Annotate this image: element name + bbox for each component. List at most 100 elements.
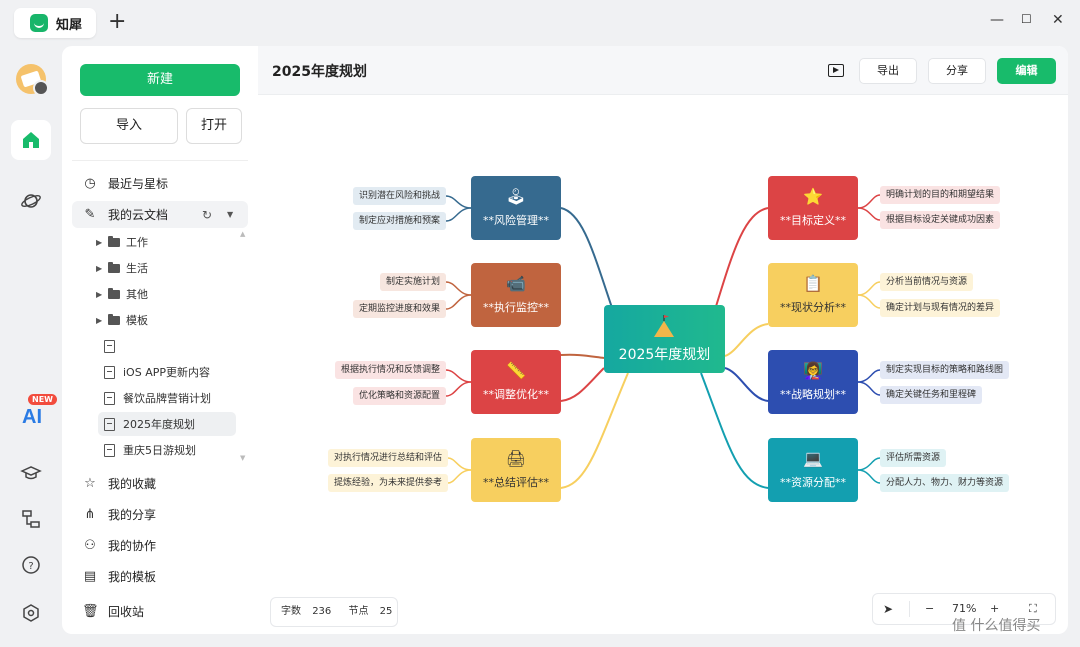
sidebar-item-label: 回收站 — [108, 605, 145, 619]
settings-icon[interactable] — [20, 602, 42, 629]
sidebar-item-label: 我的分享 — [108, 508, 157, 522]
mountain-flag-icon — [654, 315, 674, 337]
leaf-node[interactable]: 制定应对措施和预案 — [352, 212, 446, 230]
leaf-node[interactable]: 根据目标设定关键成功因素 — [880, 211, 1001, 229]
leaf-node[interactable]: 分配人力、物力、财力等资源 — [880, 474, 1010, 492]
teacher-icon: 👩‍🏫 — [803, 361, 823, 380]
doc-item[interactable]: 餐饮品牌营销计划 — [98, 386, 236, 410]
folder-label: 其他 — [126, 288, 148, 301]
chevron-down-icon[interactable]: ▼ — [227, 210, 234, 219]
fullscreen-icon[interactable]: ⛶ — [1029, 602, 1037, 615]
template-icon: ▤ — [83, 569, 97, 584]
joystick-icon: 🕹 — [505, 187, 527, 206]
leaf-node[interactable]: 评估所需资源 — [880, 449, 947, 467]
mindmap-node-risk[interactable]: 🕹 **风险管理** — [471, 176, 561, 240]
sidebar-item-favorites[interactable]: ☆ 我的收藏 — [72, 470, 248, 497]
svg-text:?: ? — [28, 561, 33, 572]
doc-item[interactable]: 重庆5日游规划 — [98, 438, 236, 462]
leaf-node[interactable]: 优化策略和资源配置 — [352, 387, 446, 405]
leaf-node[interactable]: 分析当前情况与资源 — [880, 273, 974, 291]
close-button[interactable]: ✕ — [1052, 12, 1064, 28]
leaf-node[interactable]: 识别潜在风险和挑战 — [352, 187, 446, 205]
leaf-node[interactable]: 确定关键任务和里程碑 — [880, 386, 983, 404]
ai-button[interactable]: NEW AI — [22, 394, 57, 429]
doc-label: 餐饮品牌营销计划 — [123, 392, 211, 405]
sidebar-item-shares[interactable]: ⋔ 我的分享 — [72, 501, 248, 528]
mindmap-node-goal[interactable]: ⭐ **目标定义** — [768, 176, 858, 240]
home-button[interactable] — [11, 120, 51, 160]
mindmap-node-review[interactable]: 🖨 **总结评估** — [471, 438, 561, 502]
doc-item[interactable]: iOS APP更新内容 — [98, 360, 236, 384]
laptop-icon: 💻 — [803, 449, 823, 468]
node-label: **执行监控** — [483, 301, 549, 314]
new-button[interactable]: 新建 — [80, 64, 240, 96]
folder-other[interactable]: ▶其他 — [96, 282, 148, 306]
import-button[interactable]: 导入 — [80, 108, 178, 144]
document-icon — [104, 443, 115, 457]
sidebar-item-templates[interactable]: ▤ 我的模板 — [72, 563, 248, 590]
mindmap-node-analysis[interactable]: 📋 **现状分析** — [768, 263, 858, 327]
new-tab-button[interactable]: + — [108, 9, 127, 34]
mindmap-root-node[interactable]: 2025年度规划 — [604, 305, 725, 373]
leaf-node[interactable]: 对执行情况进行总结和评估 — [327, 449, 448, 467]
leaf-node[interactable]: 制定实现目标的策略和路线图 — [880, 361, 1010, 379]
leaf-node[interactable]: 根据执行情况和反馈调整 — [334, 361, 446, 379]
graduation-cap-icon[interactable] — [20, 462, 42, 489]
mindmap-node-optimize[interactable]: 📏 **调整优化** — [471, 350, 561, 414]
help-icon[interactable]: ? — [20, 554, 42, 581]
scroll-down-icon[interactable]: ▼ — [240, 454, 246, 462]
printer-icon: 🖨 — [505, 449, 527, 468]
sidebar-item-cloud-docs[interactable]: ✎ 我的云文档 ↻ ▼ — [72, 201, 248, 228]
minimize-button[interactable]: — — [990, 12, 1004, 28]
leaf-node[interactable]: 提炼经验，为未来提供参考 — [327, 474, 448, 492]
folder-work[interactable]: ▶工作 — [96, 230, 148, 254]
document-icon — [104, 391, 115, 405]
play-icon[interactable] — [828, 64, 844, 77]
app-tab[interactable]: 知犀 — [14, 8, 96, 38]
caret-right-icon: ▶ — [96, 263, 103, 273]
folder-label: 生活 — [126, 262, 148, 275]
words-value: 236 — [312, 606, 332, 617]
ai-label: AI — [22, 406, 42, 428]
folder-icon — [108, 313, 120, 325]
mindmap-node-strategy[interactable]: 👩‍🏫 **战略规划** — [768, 350, 858, 414]
doc-item-untitled[interactable] — [98, 334, 236, 358]
zoom-out-button[interactable]: − — [925, 602, 935, 615]
folder-life[interactable]: ▶ 生活 — [96, 256, 148, 280]
sidebar-item-recent[interactable]: ◷ 最近与星标 — [72, 170, 248, 197]
scroll-up-icon[interactable]: ▲ — [240, 230, 246, 238]
home-icon — [23, 132, 39, 148]
open-button[interactable]: 打开 — [186, 108, 242, 144]
clock-icon: ◷ — [84, 176, 96, 191]
doc-item-active[interactable]: 2025年度规划 — [98, 412, 236, 436]
maximize-button[interactable]: ☐ — [1021, 12, 1032, 26]
planet-icon[interactable] — [20, 190, 42, 217]
locate-icon[interactable]: ➤ — [883, 602, 894, 616]
words-label: 字数 — [281, 606, 301, 617]
folder-templates[interactable]: ▶模板 — [96, 308, 148, 332]
divider — [909, 601, 910, 617]
ruler-icon: 📏 — [506, 361, 526, 380]
flow-icon[interactable] — [20, 508, 42, 535]
avatar[interactable] — [16, 64, 49, 96]
mindmap-node-resources[interactable]: 💻 **资源分配** — [768, 438, 858, 502]
doc-label: 2025年度规划 — [123, 418, 195, 431]
leaf-node[interactable]: 确定计划与现有情况的差异 — [880, 299, 1001, 317]
sidebar-item-label: 我的协作 — [108, 539, 157, 553]
trash-icon: 🗑 — [82, 604, 99, 619]
edit-button[interactable]: 编辑 — [997, 58, 1056, 84]
mindmap-connectors — [445, 194, 881, 489]
node-label: **现状分析** — [780, 301, 846, 314]
leaf-node[interactable]: 定期监控进度和效果 — [352, 300, 446, 318]
clipboard-icon: 📋 — [803, 274, 823, 293]
mindmap-node-monitor[interactable]: 📹 **执行监控** — [471, 263, 561, 327]
doc-label: 重庆5日游规划 — [123, 444, 196, 457]
zoom-in-button[interactable]: + — [990, 602, 1000, 615]
leaf-node[interactable]: 明确计划的目的和期望结果 — [880, 186, 1001, 204]
sidebar-item-trash[interactable]: 🗑 回收站 — [72, 598, 248, 625]
leaf-node[interactable]: 制定实施计划 — [379, 273, 446, 291]
share-button[interactable]: 分享 — [928, 58, 986, 84]
refresh-icon[interactable]: ↻ — [202, 207, 213, 222]
export-button[interactable]: 导出 — [859, 58, 917, 84]
sidebar-item-collab[interactable]: ⚇ 我的协作 — [72, 532, 248, 559]
